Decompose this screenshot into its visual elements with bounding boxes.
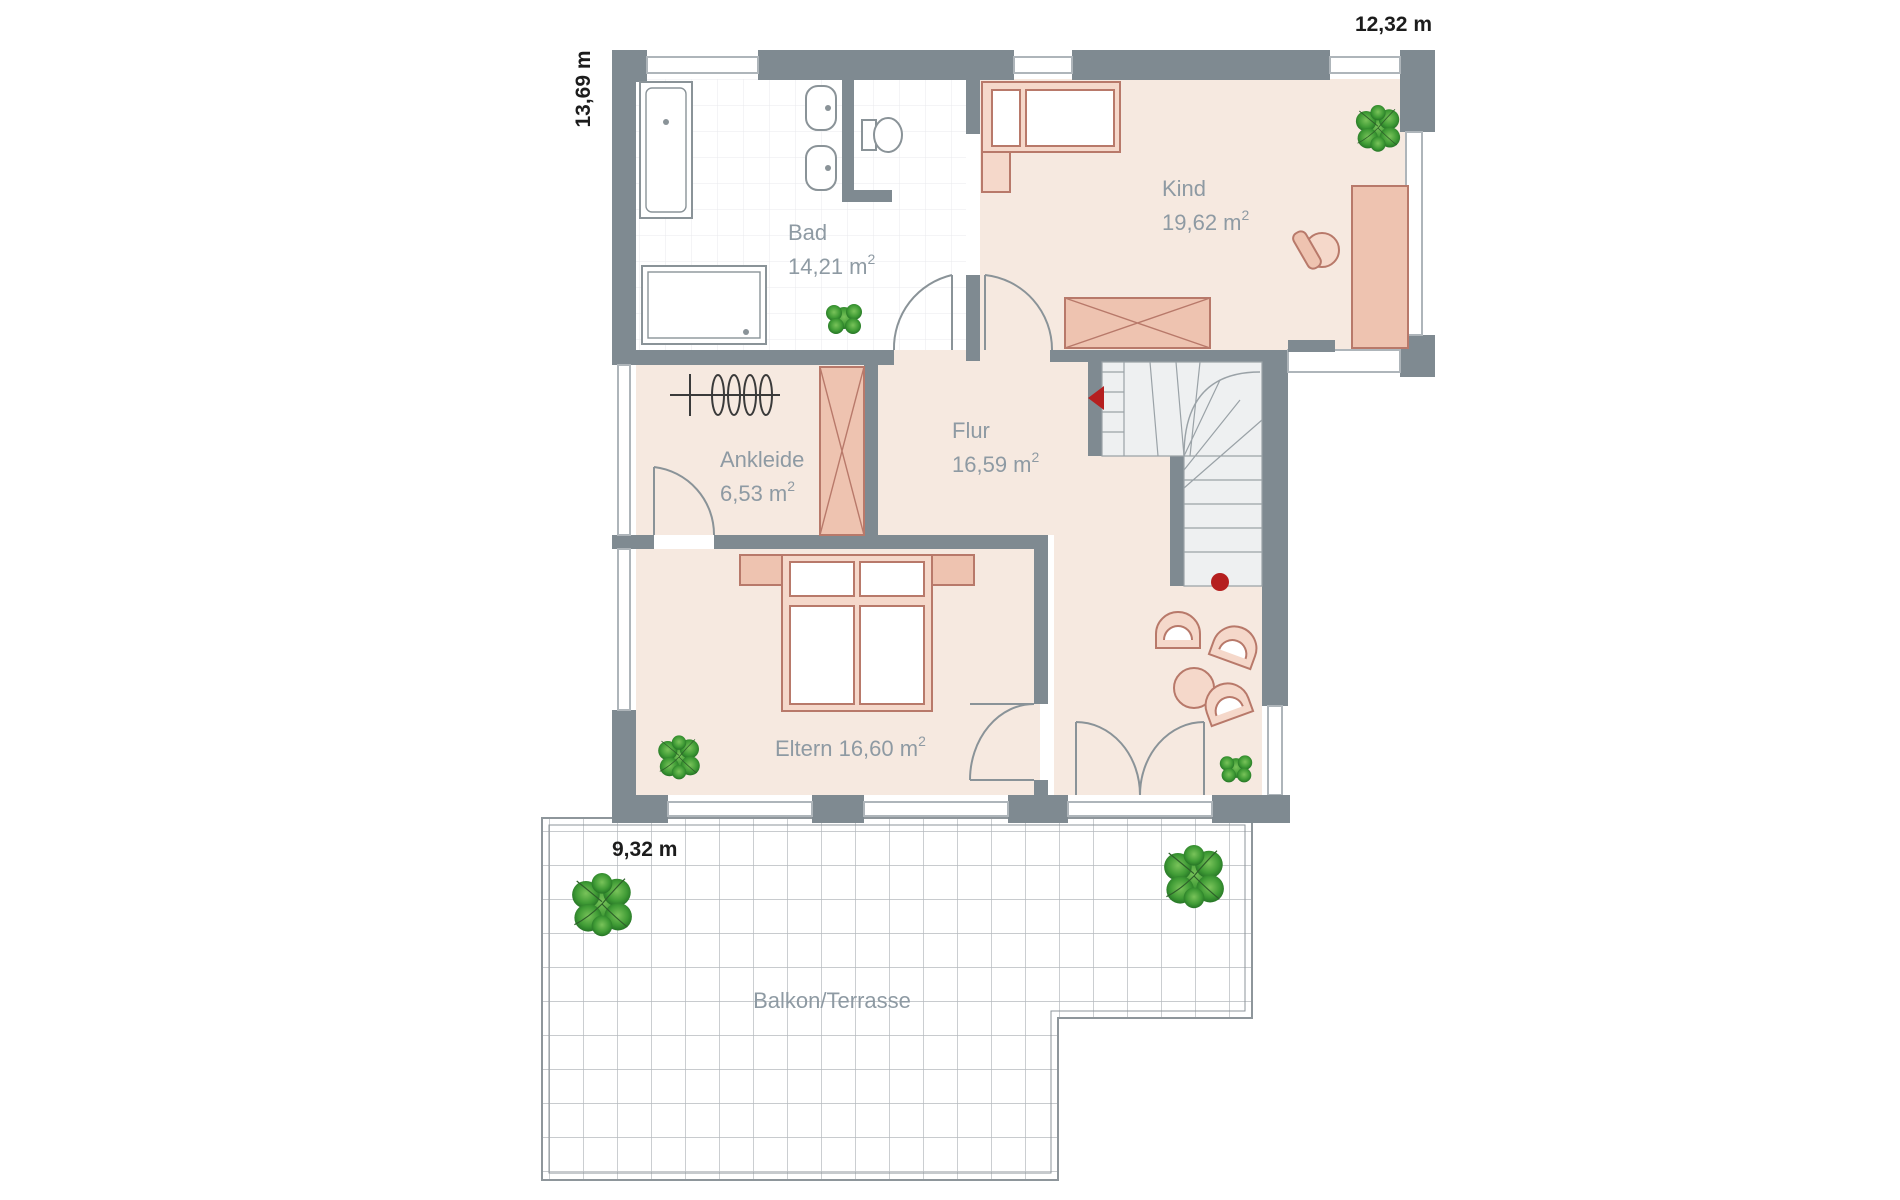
room-label-eltern: Eltern 16,60 m2 (775, 733, 926, 761)
washbasin-top (805, 85, 837, 131)
room-area-flur: 16,59 m2 (952, 449, 1040, 477)
plant-icon (1163, 844, 1225, 909)
plant-icon (571, 872, 633, 937)
room-area-bad: 14,21 m2 (788, 251, 876, 279)
room-floors (636, 79, 1406, 795)
armchair-1 (1155, 611, 1201, 649)
toilet (873, 117, 903, 153)
armchair-3 (1204, 682, 1255, 728)
flur-floor (878, 350, 1262, 795)
clothes-rail (670, 374, 780, 416)
dimension-width-terrace: 9,32 m (612, 838, 677, 861)
room-name-flur: Flur (952, 418, 990, 443)
dimension-labels: 12,32 m 13,69 m 9,32 m (572, 13, 1432, 861)
desk-chair (1292, 230, 1340, 270)
nightstand-right (931, 554, 975, 586)
plant-icon (1355, 104, 1401, 153)
desk (1351, 185, 1409, 349)
bathroom-fixtures (639, 81, 903, 345)
plant-icon (657, 735, 701, 780)
room-labels: Bad 14,21 m2 Kind 19,62 m2 Flur 16,59 m2… (720, 176, 1250, 1013)
stair-end-marker (1211, 573, 1229, 591)
flur-seating (1155, 611, 1258, 728)
washbasin-bottom (805, 145, 837, 191)
dimension-height-left: 13,69 m (572, 50, 595, 127)
stair-arrow-icon (1088, 386, 1104, 410)
bathtub (639, 81, 693, 219)
armchair-2 (1207, 625, 1258, 671)
room-name-kind: Kind (1162, 176, 1206, 201)
nightstand-left (739, 554, 783, 586)
dimension-width-top: 12,32 m (1355, 13, 1432, 36)
staircase (1088, 361, 1263, 591)
eltern-furniture (739, 554, 975, 712)
room-area-ankleide: 6,53 m2 (720, 478, 795, 506)
nightstand (981, 151, 1011, 193)
room-name-bad: Bad (788, 220, 827, 245)
room-area-kind: 19,62 m2 (1162, 207, 1250, 235)
room-name-terrasse: Balkon/Terrasse (753, 988, 911, 1013)
doors (653, 274, 1205, 796)
room-name-ankleide: Ankleide (720, 447, 804, 472)
ankleide-furniture (670, 366, 865, 536)
walls (612, 50, 1435, 823)
kind-furniture (981, 81, 1409, 349)
